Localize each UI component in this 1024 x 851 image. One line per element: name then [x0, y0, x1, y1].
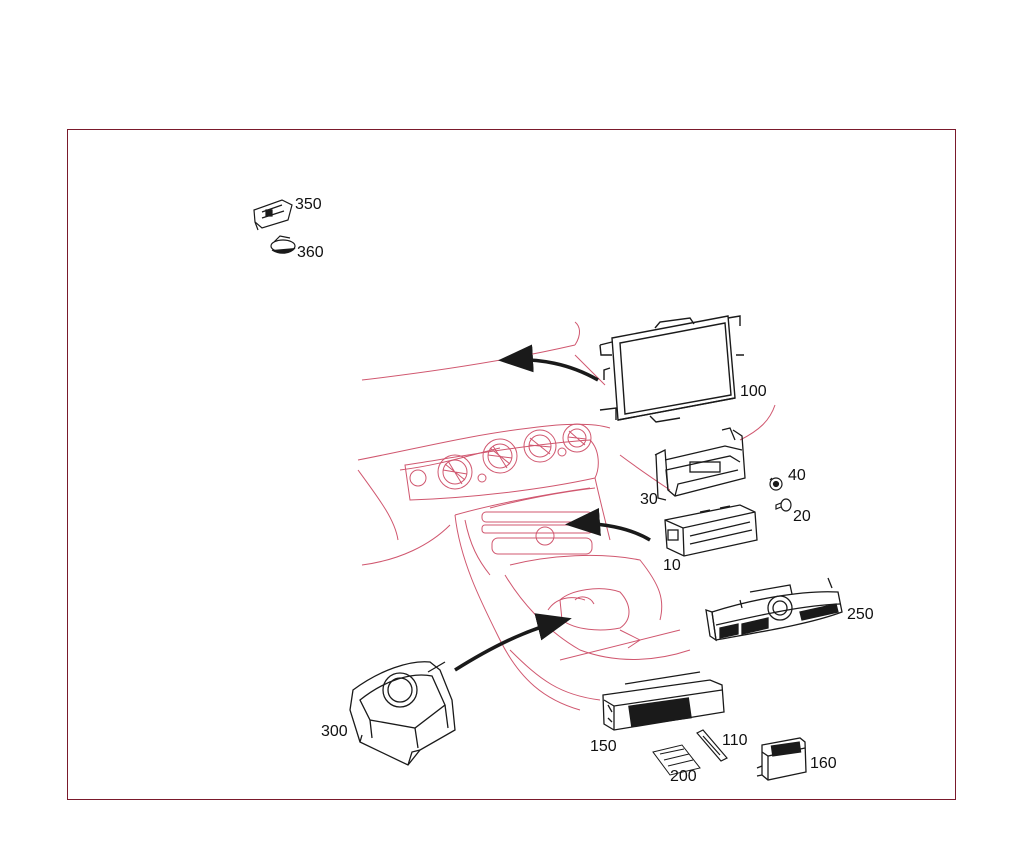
- part-160-switch-unit: [756, 737, 807, 781]
- dashboard-outline: [357, 321, 776, 711]
- air-vents: [409, 423, 592, 490]
- label-110: 110: [722, 732, 748, 749]
- arrow-display: [498, 344, 599, 382]
- diagram-frame: [67, 129, 956, 800]
- label-350: 350: [295, 196, 322, 213]
- part-20-screw: [775, 498, 792, 512]
- label-200: 200: [670, 768, 697, 785]
- part-30-bracket: [654, 427, 746, 501]
- part-360-cap: [270, 235, 296, 254]
- part-10-radio-unit: [664, 504, 758, 557]
- assembly-arrows: [454, 344, 651, 672]
- part-labels: 350 360 100 40 30 20 10 250 300 110 150 …: [295, 196, 874, 785]
- label-40: 40: [788, 467, 806, 484]
- part-300-selector-module: [349, 661, 456, 766]
- part-350-switch: [253, 199, 293, 231]
- label-360: 360: [297, 244, 324, 261]
- label-20: 20: [793, 508, 811, 525]
- part-100-display: [599, 315, 744, 423]
- label-100: 100: [740, 383, 767, 400]
- label-10: 10: [663, 557, 681, 574]
- label-150: 150: [590, 738, 617, 755]
- part-200-insert: [652, 744, 701, 776]
- part-110-strip: [696, 729, 728, 762]
- part-250-control-panel: [705, 577, 843, 642]
- label-30: 30: [640, 491, 658, 508]
- label-160: 160: [810, 755, 837, 772]
- label-250: 250: [847, 606, 874, 623]
- part-40-bolt: [769, 477, 783, 491]
- label-300: 300: [321, 723, 348, 740]
- arrow-radio: [565, 508, 651, 542]
- arrow-selector: [454, 613, 572, 672]
- part-150-climate-display: [602, 671, 725, 731]
